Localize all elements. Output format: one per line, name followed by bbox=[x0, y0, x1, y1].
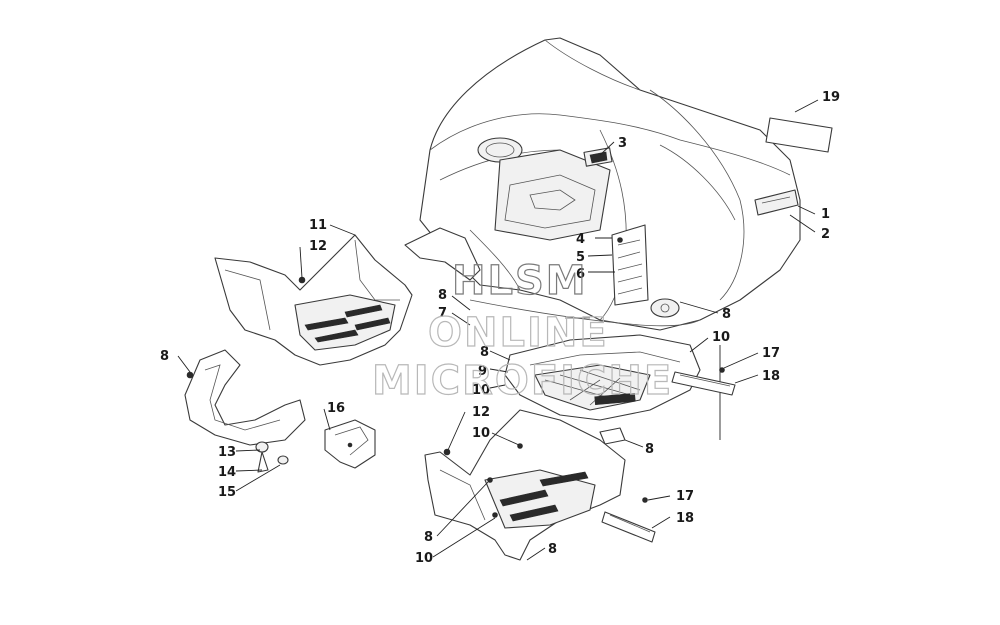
callout-8a: 8 bbox=[722, 307, 731, 322]
foot-rest-lower bbox=[601, 497, 656, 543]
callout-5: 5 bbox=[576, 250, 585, 265]
callout-16: 16 bbox=[327, 401, 345, 416]
leader-lines bbox=[177, 99, 819, 561]
rear-fender bbox=[404, 37, 801, 331]
callout-17a: 17 bbox=[762, 346, 780, 361]
callout-4: 4 bbox=[576, 232, 585, 247]
callout-12a: 12 bbox=[309, 239, 327, 254]
callout-8b: 8 bbox=[438, 288, 447, 303]
callout-10a: 10 bbox=[712, 330, 730, 345]
watermark: HLSM ONLINE MICROFICHE bbox=[371, 257, 673, 404]
callout-8c: 8 bbox=[160, 349, 169, 364]
callout-3: 3 bbox=[618, 136, 627, 151]
callout-6: 6 bbox=[576, 267, 585, 282]
watermark-line1: HLSM bbox=[452, 258, 588, 304]
callout-8g: 8 bbox=[480, 345, 489, 360]
foot-rest-upper bbox=[671, 367, 736, 396]
callout-19: 19 bbox=[822, 90, 840, 105]
callout-10d: 10 bbox=[415, 551, 433, 566]
left-footwell bbox=[214, 234, 413, 366]
callout-7: 7 bbox=[438, 306, 447, 321]
callout-10c: 10 bbox=[472, 426, 490, 441]
callout-11: 11 bbox=[309, 218, 327, 233]
callout-15: 15 bbox=[218, 485, 236, 500]
watermark-line3: MICROFICHE bbox=[372, 358, 673, 404]
splash-guard bbox=[184, 349, 306, 446]
callout-labels: 19 3 1 2 4 5 6 8 7 8 10 17 18 11 12 8 9 … bbox=[160, 90, 840, 566]
lower-footwell bbox=[424, 409, 626, 561]
callout-9: 9 bbox=[478, 364, 487, 379]
callout-10b: 10 bbox=[472, 383, 490, 398]
callout-13: 13 bbox=[218, 445, 236, 460]
watermark-line2: ONLINE bbox=[428, 310, 609, 356]
callout-17b: 17 bbox=[676, 489, 694, 504]
right-footwell-upper bbox=[504, 334, 721, 445]
callout-2: 2 bbox=[821, 227, 830, 242]
callout-14: 14 bbox=[218, 465, 236, 480]
callout-18b: 18 bbox=[676, 511, 694, 526]
callout-1: 1 bbox=[821, 207, 830, 222]
callout-18a: 18 bbox=[762, 369, 780, 384]
callout-8d: 8 bbox=[645, 442, 654, 457]
bracket-16 bbox=[324, 419, 376, 469]
callout-12b: 12 bbox=[472, 405, 490, 420]
callout-8e: 8 bbox=[424, 530, 433, 545]
hardware-13-14-15 bbox=[186, 276, 306, 473]
callout-8f: 8 bbox=[548, 542, 557, 557]
decal-19 bbox=[765, 117, 833, 153]
